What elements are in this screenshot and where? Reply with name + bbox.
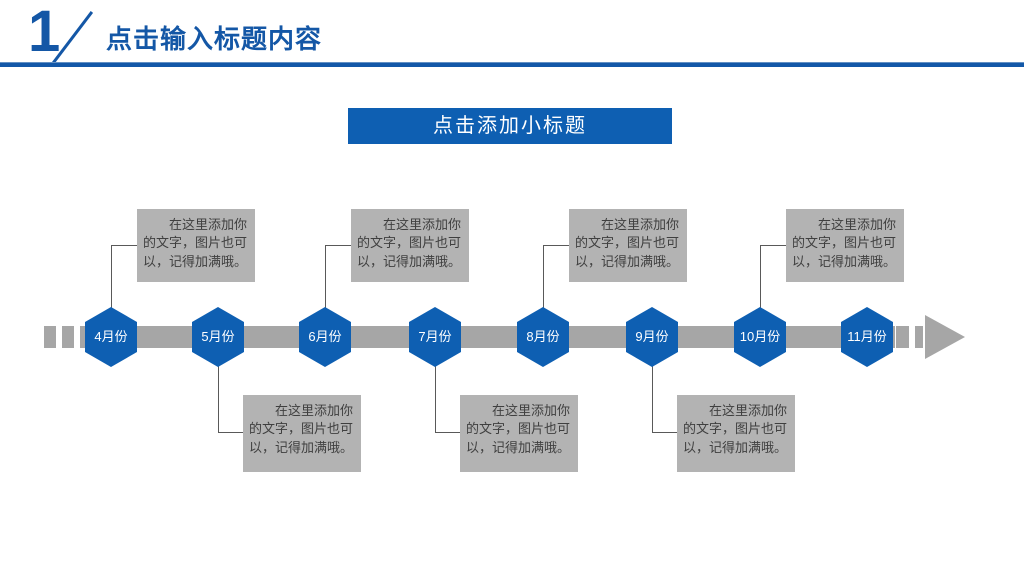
- note-box[interactable]: 在这里添加你的文字，图片也可以，记得加满哦。: [786, 209, 904, 282]
- connector: [111, 245, 112, 309]
- note-box[interactable]: 在这里添加你的文字，图片也可以，记得加满哦。: [677, 395, 795, 472]
- timeline-arrow-icon: [925, 315, 965, 359]
- timeline-dash: [44, 326, 56, 348]
- timeline-node-m4[interactable]: 4月份: [85, 307, 137, 367]
- timeline-node-m5[interactable]: 5月份: [192, 307, 244, 367]
- timeline-node-m8[interactable]: 8月份: [517, 307, 569, 367]
- connector: [543, 245, 544, 309]
- note-box[interactable]: 在这里添加你的文字，图片也可以，记得加满哦。: [569, 209, 687, 282]
- timeline-node-m7[interactable]: 7月份: [409, 307, 461, 367]
- note-box[interactable]: 在这里添加你的文字，图片也可以，记得加满哦。: [243, 395, 361, 472]
- timeline-dash: [896, 326, 909, 348]
- note-box[interactable]: 在这里添加你的文字，图片也可以，记得加满哦。: [137, 209, 255, 282]
- connector: [111, 245, 137, 246]
- timeline-node-m9[interactable]: 9月份: [626, 307, 678, 367]
- connector: [218, 366, 219, 432]
- connector: [543, 245, 569, 246]
- connector: [218, 432, 243, 433]
- header-divider: [0, 62, 1024, 67]
- connector: [760, 245, 786, 246]
- connector: [652, 366, 653, 432]
- page-title[interactable]: 点击输入标题内容: [106, 24, 323, 54]
- timeline-node-m11[interactable]: 11月份: [841, 307, 893, 367]
- connector: [760, 245, 761, 309]
- timeline-node-m10[interactable]: 10月份: [734, 307, 786, 367]
- section-number: 1: [28, 0, 61, 64]
- connector: [325, 245, 351, 246]
- connector: [435, 432, 460, 433]
- note-box[interactable]: 在这里添加你的文字，图片也可以，记得加满哦。: [351, 209, 469, 282]
- connector: [652, 432, 677, 433]
- note-box[interactable]: 在这里添加你的文字，图片也可以，记得加满哦。: [460, 395, 578, 472]
- connector: [325, 245, 326, 309]
- connector: [435, 366, 436, 432]
- timeline-bar: [88, 326, 895, 348]
- timeline-dash: [62, 326, 74, 348]
- timeline-dash: [915, 326, 923, 348]
- timeline-node-m6[interactable]: 6月份: [299, 307, 351, 367]
- subtitle-banner[interactable]: 点击添加小标题: [348, 108, 672, 144]
